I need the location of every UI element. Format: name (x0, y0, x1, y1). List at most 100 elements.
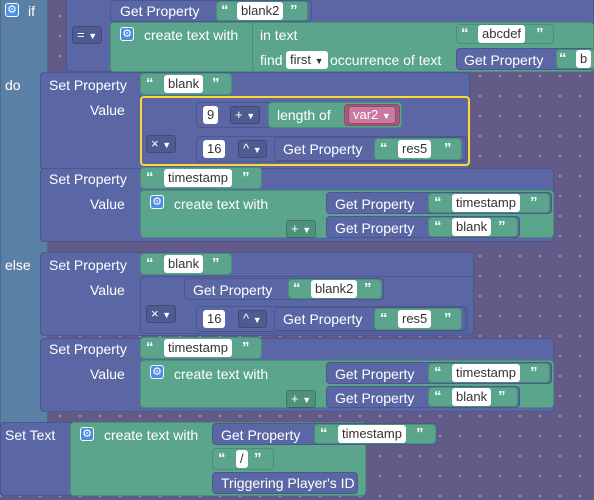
variable-dropdown[interactable]: var2 ▼ (348, 106, 396, 124)
triggering-player-id-block[interactable] (212, 472, 358, 494)
set-property-label: Set Property (49, 257, 127, 273)
quote-close: ” (444, 140, 452, 157)
value-label: Value (90, 196, 125, 212)
multiply-operator-dropdown[interactable]: × ▼ (146, 305, 177, 323)
quote-close: ” (254, 450, 262, 467)
chevron-down-icon: ▼ (314, 56, 324, 66)
quote-open: “ (434, 388, 442, 405)
get-property-label: Get Property (335, 196, 415, 212)
power-operator-dropdown[interactable]: ^ ▼ (238, 310, 267, 328)
quote-close: ” (530, 364, 538, 381)
quote-close: ” (364, 280, 372, 297)
create-text-label: create text with (104, 427, 199, 443)
set-text-label: Set Text (5, 427, 56, 443)
power-operator-dropdown[interactable]: ^ ▼ (238, 140, 267, 158)
add-operator-dropdown[interactable]: + ▼ (230, 106, 261, 124)
quote-close: ” (530, 194, 538, 211)
chevron-down-icon: ▼ (162, 310, 172, 320)
chevron-down-icon: ▼ (252, 315, 262, 325)
set-property-label: Set Property (49, 77, 127, 93)
set-property-label: Set Property (49, 171, 127, 187)
quote-open: “ (434, 364, 442, 381)
chevron-down-icon: ▼ (162, 140, 172, 150)
quote-close: ” (536, 25, 544, 42)
gear-icon[interactable]: ⚙ (150, 365, 164, 379)
quote-open: “ (146, 169, 154, 186)
text-field[interactable]: timestamp (452, 194, 520, 212)
gear-icon[interactable]: ⚙ (120, 27, 134, 41)
get-property-label: Get Property (221, 427, 301, 443)
text-field[interactable]: timestamp (338, 425, 406, 443)
chevron-down-icon: ▼ (246, 111, 256, 121)
quote-open: “ (293, 280, 301, 297)
text-field[interactable]: blank2 (311, 280, 358, 298)
number-field[interactable]: 16 (203, 310, 226, 328)
do-label: do (5, 77, 21, 93)
chevron-down-icon: ▼ (381, 111, 391, 121)
occurrence-label: occurrence of text (330, 52, 442, 68)
number-field[interactable]: 16 (203, 140, 226, 158)
text-field[interactable]: b (576, 50, 592, 68)
text-field[interactable]: timestamp (164, 339, 232, 357)
value-label: Value (90, 282, 125, 298)
quote-open: “ (559, 50, 567, 67)
text-field[interactable]: blank (452, 218, 492, 236)
quote-open: “ (320, 425, 328, 442)
get-property-label: Get Property (120, 3, 200, 19)
gear-icon[interactable]: ⚙ (150, 195, 164, 209)
quote-open: “ (434, 194, 442, 211)
text-field[interactable]: res5 (398, 140, 432, 158)
text-field[interactable]: blank (164, 75, 204, 93)
quote-close: ” (242, 169, 250, 186)
get-property-label: Get Property (464, 52, 544, 68)
join-operator-dropdown[interactable]: + ▼ (286, 220, 317, 238)
quote-close: ” (498, 218, 506, 235)
text-field[interactable]: / (236, 450, 248, 468)
text-field[interactable]: blank2 (237, 2, 284, 20)
gear-icon[interactable]: ⚙ (80, 427, 94, 441)
value-label: Value (90, 102, 125, 118)
text-field[interactable]: timestamp (164, 169, 232, 187)
number-field[interactable]: 9 (203, 106, 219, 124)
quote-close: ” (242, 339, 250, 356)
create-text-label: create text with (174, 366, 269, 382)
text-field[interactable]: timestamp (452, 364, 520, 382)
else-label: else (5, 257, 31, 273)
find-mode-dropdown[interactable]: first ▼ (286, 51, 328, 69)
quote-open: “ (221, 2, 229, 19)
chevron-down-icon: ▼ (88, 31, 98, 41)
multiply-operator-dropdown[interactable]: × ▼ (146, 135, 177, 153)
text-field[interactable]: res5 (398, 310, 432, 328)
get-property-label: Get Property (283, 311, 363, 327)
quote-close: ” (290, 2, 298, 19)
quote-open: “ (380, 140, 388, 157)
find-label: find (260, 52, 283, 68)
length-of-label: length of (277, 107, 331, 123)
quote-close: ” (444, 310, 452, 327)
quote-close: ” (498, 388, 506, 405)
quote-close: ” (212, 75, 220, 92)
set-property-label: Set Property (49, 341, 127, 357)
quote-open: “ (146, 255, 154, 272)
quote-open: “ (380, 310, 388, 327)
get-property-label: Get Property (335, 366, 415, 382)
gear-icon[interactable]: ⚙ (5, 3, 19, 17)
text-field[interactable]: blank (452, 388, 492, 406)
get-property-label: Get Property (335, 220, 415, 236)
join-operator-dropdown[interactable]: + ▼ (286, 390, 317, 408)
quote-close: ” (416, 425, 424, 442)
text-field[interactable]: blank (164, 255, 204, 273)
quote-open: “ (461, 25, 469, 42)
text-field[interactable]: abcdef (478, 25, 526, 43)
if-label: if (28, 3, 35, 19)
quote-open: “ (218, 450, 226, 467)
quote-open: “ (146, 75, 154, 92)
in-text-label: in text (260, 27, 298, 43)
quote-open: “ (434, 218, 442, 235)
chevron-down-icon: ▼ (302, 225, 312, 235)
compare-operator-dropdown[interactable]: = ▼ (72, 26, 103, 44)
get-property-label: Get Property (335, 390, 415, 406)
chevron-down-icon: ▼ (252, 145, 262, 155)
create-text-label: create text with (144, 27, 239, 43)
quote-open: “ (146, 339, 154, 356)
